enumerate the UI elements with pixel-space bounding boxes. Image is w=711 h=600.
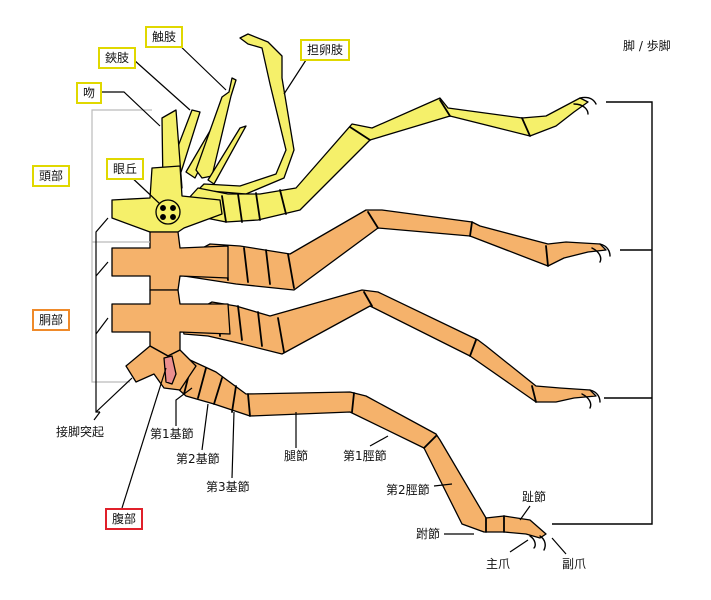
trunk-segment-3	[125, 345, 197, 391]
oviger	[197, 33, 295, 195]
leg-1-joints	[221, 99, 531, 223]
region-bracket	[91, 109, 152, 383]
leg-bracket	[552, 101, 653, 525]
label-palp: 触肢	[145, 26, 184, 48]
label-auxiliary-claw: 副爪	[562, 557, 587, 571]
label-eye-tubercle: 眼丘	[106, 158, 145, 180]
label-oviger: 担卵肢	[300, 39, 351, 61]
label-femur: 腿節	[284, 449, 309, 463]
label-coxa-2: 第2基節	[176, 452, 220, 466]
claws	[529, 96, 611, 551]
label-coxa-3: 第3基節	[206, 480, 250, 494]
label-mouth: 吻	[76, 82, 103, 104]
label-tibia-2: 第2脛節	[386, 483, 430, 497]
label-main-claw: 主爪	[486, 557, 511, 571]
label-coxa-1: 第1基節	[150, 427, 194, 441]
leg-2	[179, 209, 607, 291]
chelifore	[195, 77, 247, 185]
eye-tubercle	[155, 199, 181, 225]
label-chelifore: 鋏肢	[98, 47, 137, 69]
label-head: 頭部	[32, 165, 71, 187]
leg-3	[179, 289, 597, 403]
trunk-segment-2	[111, 289, 231, 357]
label-leg: 脚 / 歩脚	[623, 39, 671, 53]
label-abdomen: 腹部	[105, 508, 144, 530]
trunk-segment-1	[111, 231, 229, 291]
leader-lines	[93, 39, 567, 555]
label-lateral-process: 接脚突起	[56, 425, 105, 439]
label-tibia-1: 第1脛節	[343, 449, 387, 463]
leg-4	[167, 359, 547, 539]
abdomen-shape	[163, 355, 177, 385]
label-trunk: 胴部	[32, 309, 71, 331]
label-propodus: 趾節	[522, 490, 547, 504]
label-tarsus: 跗節	[416, 527, 441, 541]
